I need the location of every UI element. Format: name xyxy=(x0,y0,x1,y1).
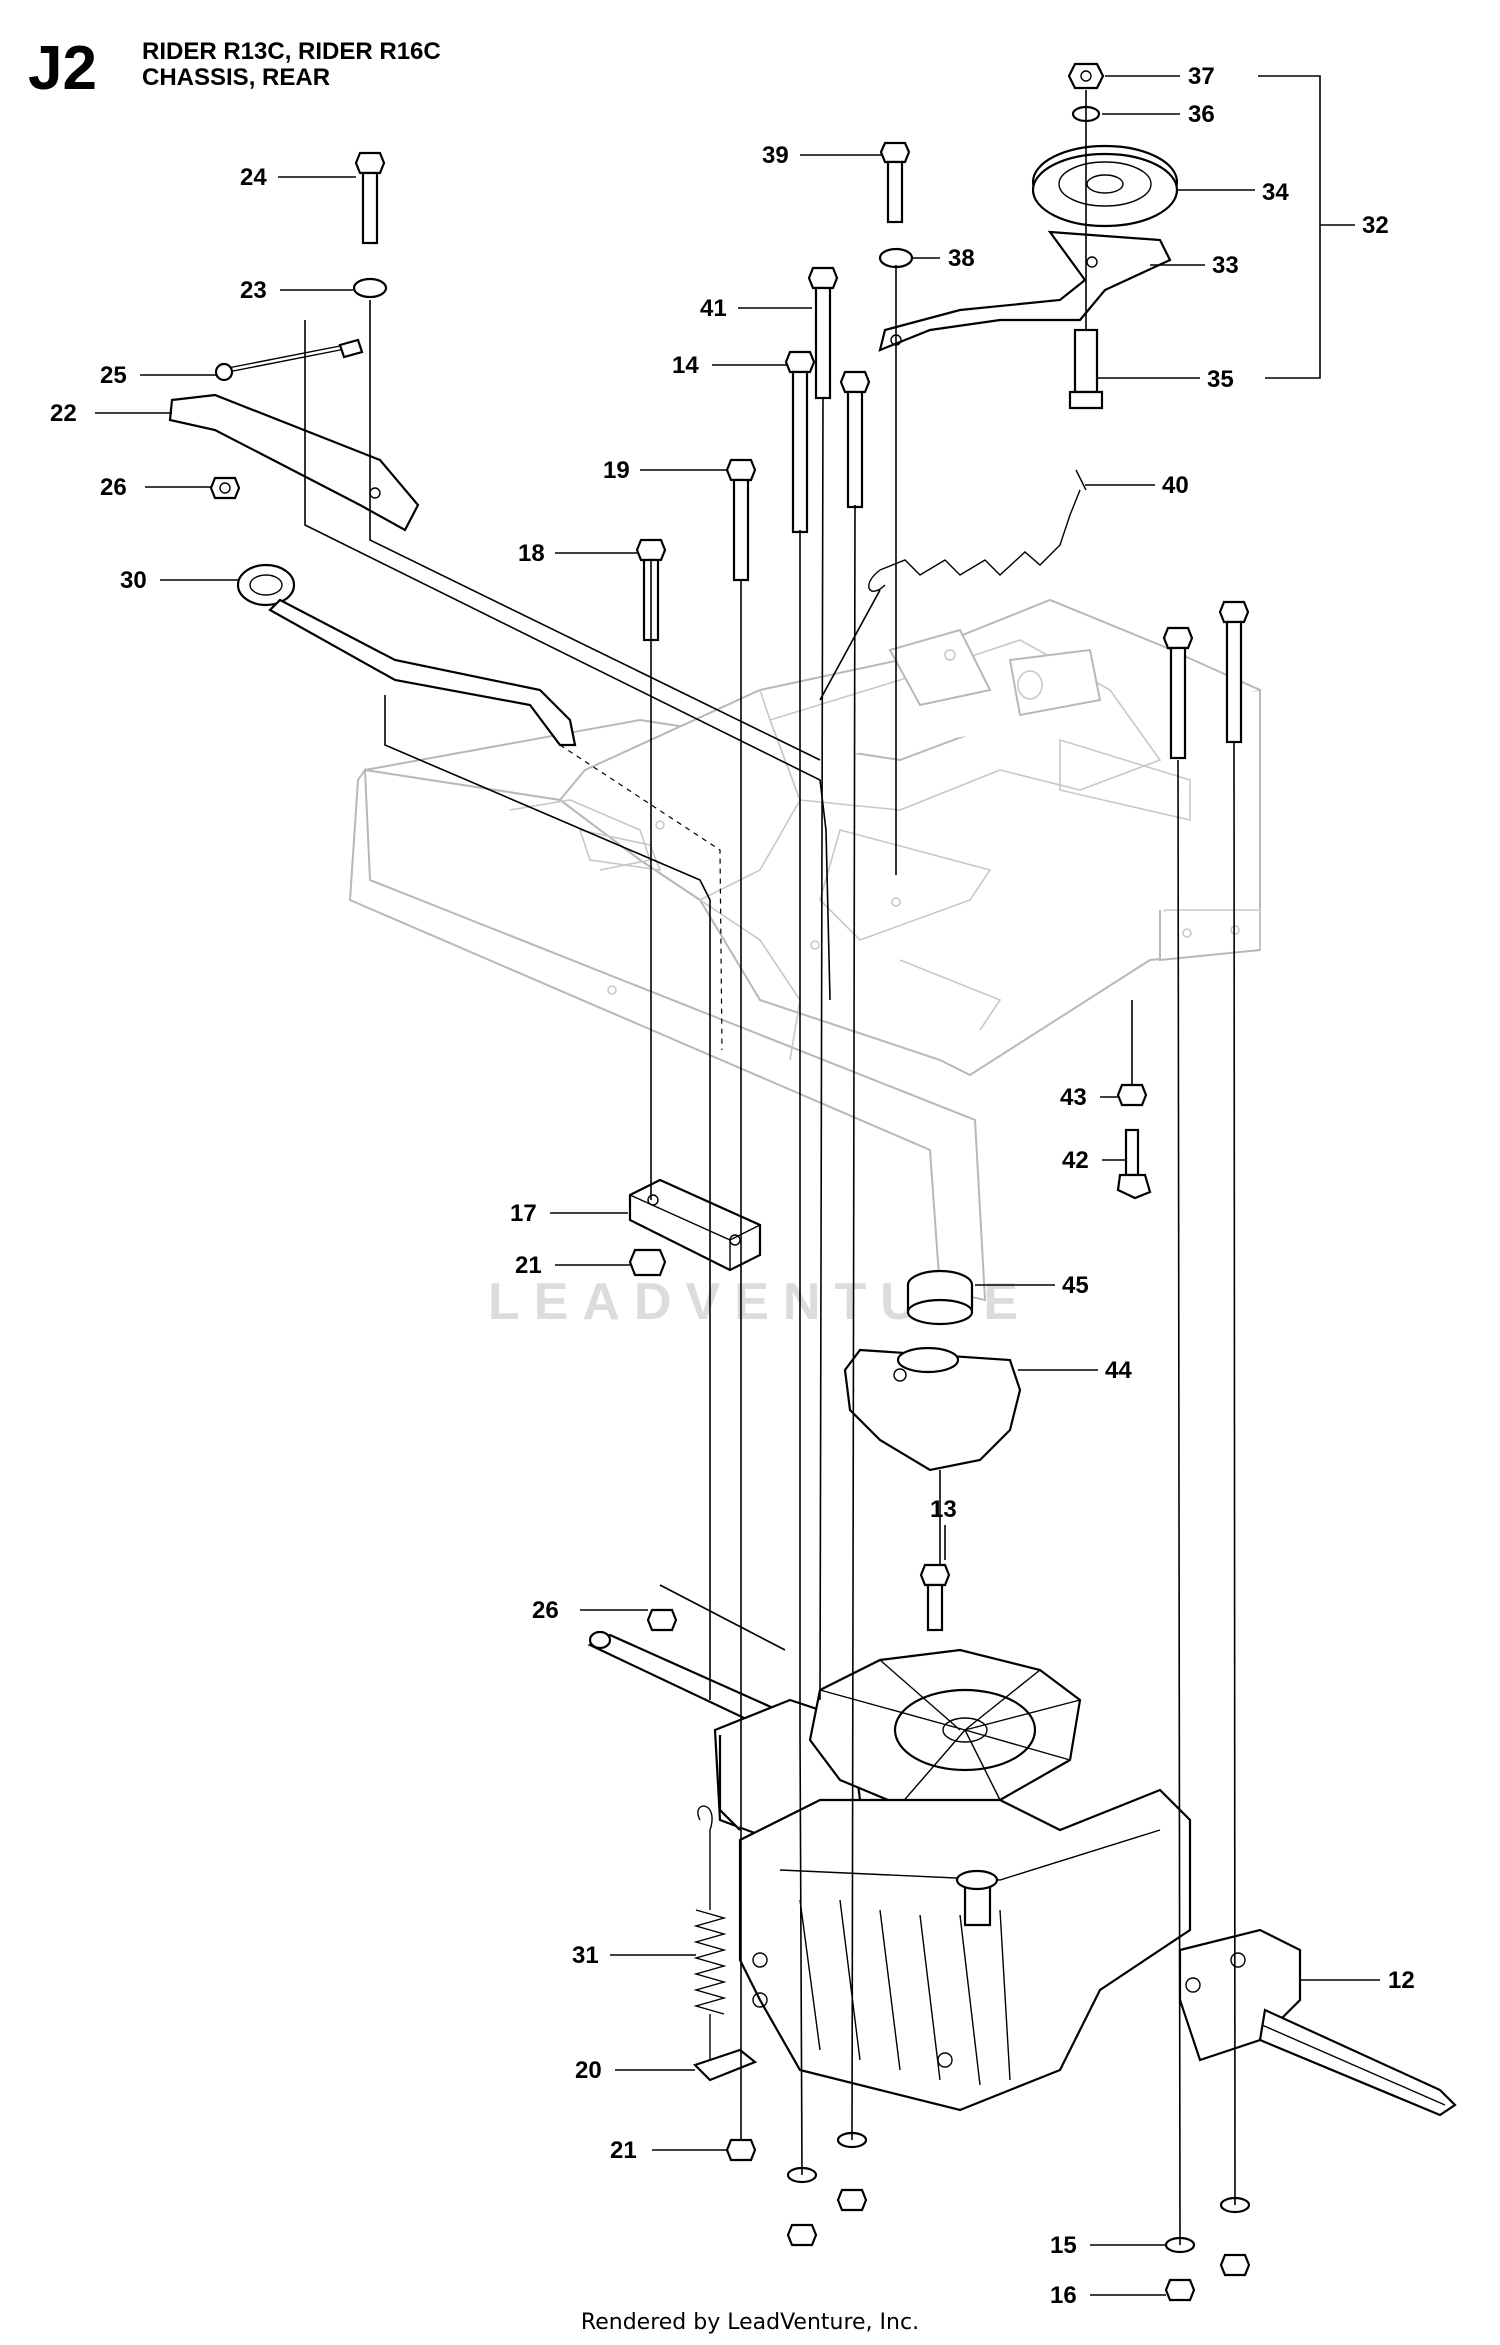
callout-18: 18 xyxy=(518,540,545,567)
diagram-code: J2 xyxy=(28,34,97,103)
callout-45: 45 xyxy=(1062,1272,1089,1299)
washer-23 xyxy=(352,277,388,299)
callout-37: 37 xyxy=(1188,63,1215,90)
spring-31 xyxy=(692,1805,758,2082)
callout-labels: 37 36 34 33 35 32 39 38 41 14 19 18 40 2… xyxy=(50,63,1415,2309)
nut-37 xyxy=(1067,62,1105,90)
callout-14: 14 xyxy=(672,352,699,379)
oil-reservoir xyxy=(843,1269,1022,1472)
callout-24: 24 xyxy=(240,164,267,191)
callout-38: 38 xyxy=(948,245,975,272)
nut-26a xyxy=(209,476,241,500)
bolt-13 xyxy=(926,1583,944,1632)
callout-16: 16 xyxy=(1050,2282,1077,2309)
callout-26: 26 xyxy=(100,474,127,501)
callout-25: 25 xyxy=(100,362,127,389)
model-title: RIDER R13C, RIDER R16C xyxy=(142,38,441,65)
callout-22: 22 xyxy=(50,400,77,427)
callout-43: 43 xyxy=(1060,1084,1087,1111)
callout-21-lower: 21 xyxy=(610,2137,637,2164)
leader-lines xyxy=(95,75,1380,2296)
callout-12: 12 xyxy=(1388,1967,1415,1994)
nut-26b xyxy=(646,1608,678,1632)
callout-33: 33 xyxy=(1212,252,1239,279)
callout-20: 20 xyxy=(575,2057,602,2084)
lever-22 xyxy=(168,393,420,532)
ball-joint-25 xyxy=(214,362,234,382)
tank-44 xyxy=(843,1348,1022,1472)
callout-31: 31 xyxy=(572,1942,599,1969)
callout-40: 40 xyxy=(1162,472,1189,499)
render-credit: Rendered by LeadVenture, Inc. xyxy=(580,2310,920,2335)
bracket-parts xyxy=(1116,1083,1152,1200)
callout-21-upper: 21 xyxy=(515,1252,542,1279)
section-title: CHASSIS, REAR xyxy=(142,64,331,91)
bottom-fasteners xyxy=(725,2131,1251,2302)
callout-35: 35 xyxy=(1207,366,1234,393)
pin-42 xyxy=(1124,1128,1140,1177)
left-linkage xyxy=(168,151,577,747)
bolt-19 xyxy=(732,478,750,582)
transaxle xyxy=(587,1563,1457,2117)
callout-15: 15 xyxy=(1050,2232,1077,2259)
washer-38 xyxy=(878,247,914,269)
nut-43 xyxy=(1116,1083,1148,1107)
spring-40 xyxy=(868,469,1087,592)
rear-chassis-frame xyxy=(348,598,1261,1302)
bolt-41 xyxy=(814,286,832,400)
callout-34: 34 xyxy=(1262,179,1289,206)
alignment-lines xyxy=(304,90,1236,2246)
bolt-39 xyxy=(886,160,904,224)
callout-36: 36 xyxy=(1188,101,1215,128)
transaxle-housing xyxy=(738,1788,1192,2112)
axle-shaft xyxy=(1258,2008,1457,2117)
rod-eye-30 xyxy=(236,563,296,607)
callout-39: 39 xyxy=(762,142,789,169)
nut-21a xyxy=(628,1248,667,1277)
callout-41: 41 xyxy=(700,295,727,322)
callout-26-lower: 26 xyxy=(532,1597,559,1624)
callout-32: 32 xyxy=(1362,212,1389,239)
nut-21b xyxy=(725,2138,757,2162)
callout-30: 30 xyxy=(120,567,147,594)
bolt-right-a xyxy=(1169,646,1187,760)
callout-23: 23 xyxy=(240,277,267,304)
callout-19: 19 xyxy=(603,457,630,484)
callout-13: 13 xyxy=(930,1496,957,1523)
idler-arm-33 xyxy=(878,230,1172,352)
bolt-14b xyxy=(846,390,864,509)
callout-42: 42 xyxy=(1062,1147,1089,1174)
spacer-block-17 xyxy=(628,1178,762,1277)
bolt-24 xyxy=(361,171,379,245)
link-20 xyxy=(692,2048,758,2082)
callout-17: 17 xyxy=(510,1200,537,1227)
idler-pulley-assembly xyxy=(878,62,1179,410)
callout-44: 44 xyxy=(1105,1357,1132,1384)
nut-16 xyxy=(1164,2278,1196,2302)
bolt-right-b xyxy=(1225,620,1243,744)
bolt-14 xyxy=(791,370,809,534)
bolt-35 xyxy=(1073,328,1099,394)
